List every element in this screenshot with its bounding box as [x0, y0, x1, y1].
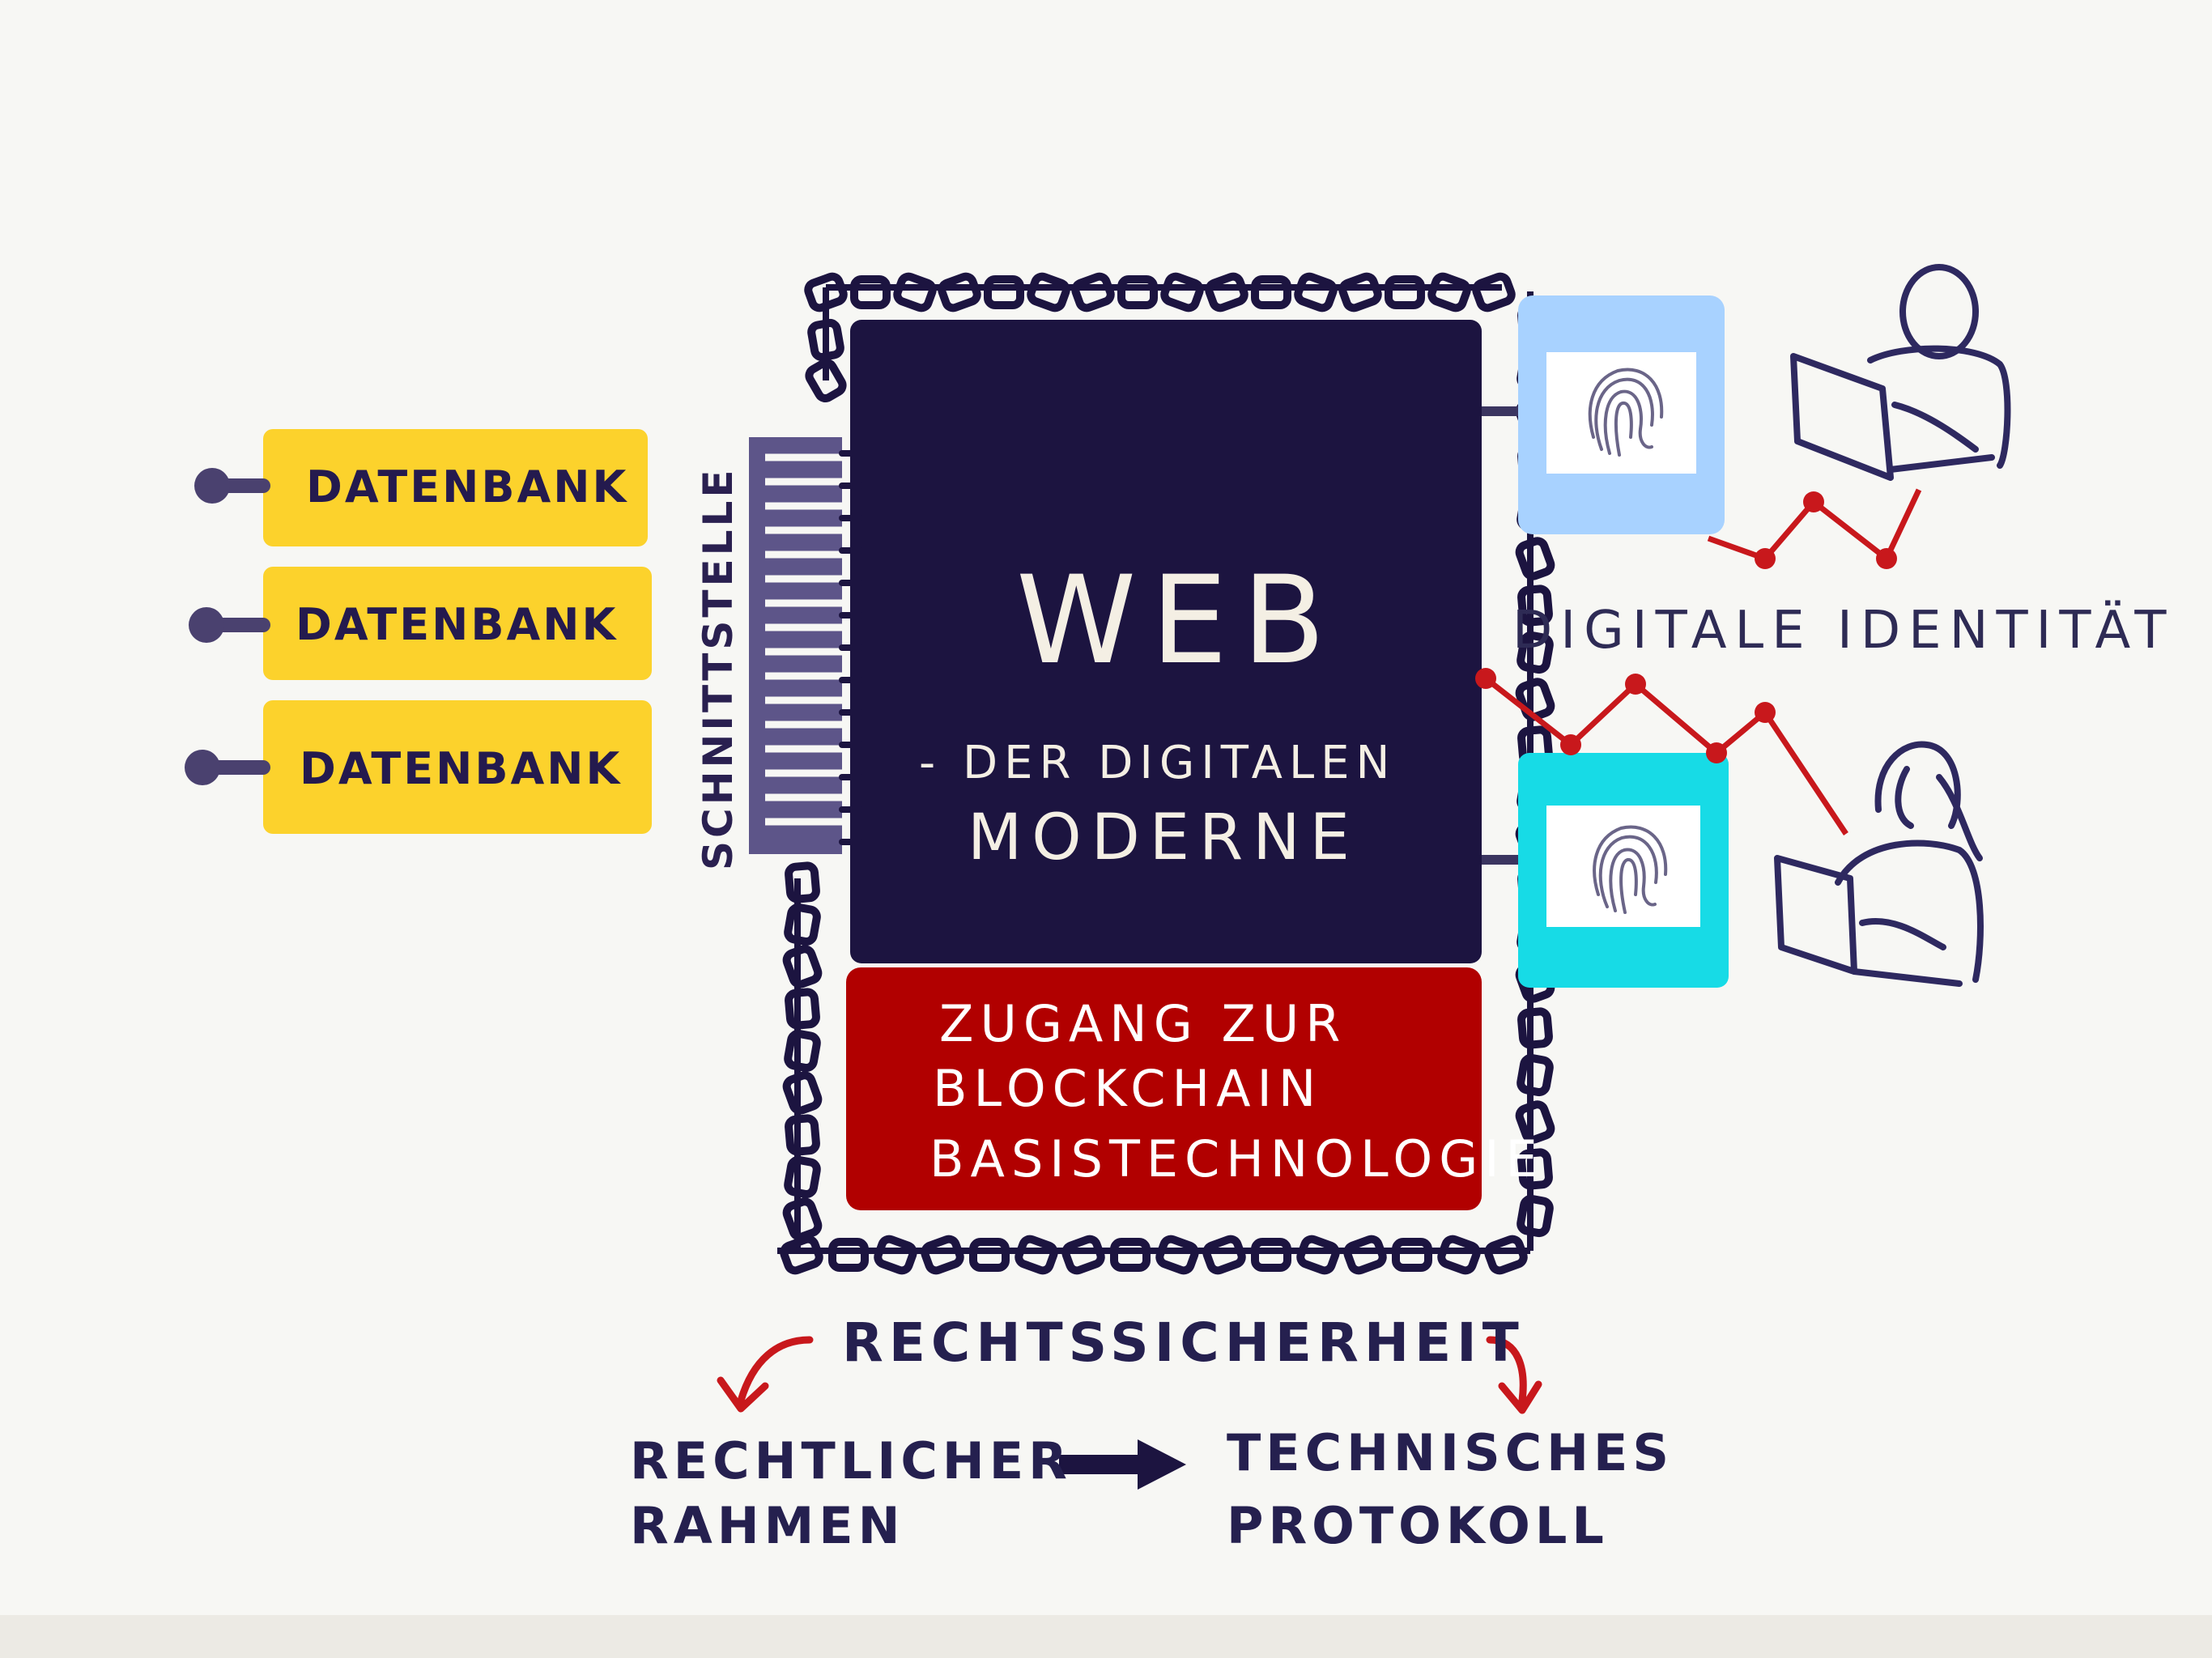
chain-link — [1155, 1235, 1199, 1275]
bottom-strip — [0, 1615, 2212, 1658]
chain-link — [784, 1155, 821, 1199]
database-label: DATENBANK — [300, 743, 623, 794]
legal-framework-text: RECHTLICHER — [630, 1431, 1072, 1490]
chain-link — [1343, 1235, 1387, 1275]
database-label: DATENBANK — [296, 599, 619, 650]
identity-card-top — [1482, 295, 1725, 534]
chain-link — [784, 1029, 821, 1073]
blockchain-text: BASISTECHNOLOGIE — [929, 1129, 1544, 1188]
chain-link — [1427, 272, 1471, 312]
chain-link — [1296, 1235, 1340, 1275]
connection-dots-bottom — [1475, 668, 1776, 763]
chain-link — [874, 1235, 917, 1275]
identity-card-bottom — [1482, 753, 1729, 988]
person-laptop-icon — [1790, 264, 2011, 481]
chain-link — [1160, 272, 1204, 312]
chain-link — [782, 1071, 823, 1115]
web-title: WEB — [1016, 551, 1340, 691]
chain-link — [1251, 275, 1291, 309]
interface-connector — [749, 437, 863, 854]
chain-link — [782, 945, 823, 988]
web-subtitle: MODERNE — [968, 801, 1359, 874]
chain-link — [1071, 272, 1115, 312]
chain-link — [1251, 1238, 1291, 1272]
chain-link — [805, 358, 847, 403]
curved-arrow-right — [1486, 1336, 1542, 1414]
technical-protocol-text: PROTOKOLL — [1227, 1496, 1609, 1555]
chain-link — [785, 988, 820, 1030]
chain-link — [984, 275, 1024, 309]
technical-protocol-text: TECHNISCHES — [1227, 1423, 1674, 1482]
chain-link — [1392, 1238, 1432, 1272]
chain-link — [969, 1238, 1010, 1272]
chain-link — [1202, 1235, 1246, 1275]
chain-link — [1516, 631, 1554, 674]
blockchain-text: BLOCKCHAIN — [933, 1059, 1323, 1118]
chain-link — [780, 1235, 823, 1275]
person-laptop-icon — [1774, 741, 1984, 987]
chain-link — [1515, 537, 1555, 580]
blockchain-text: ZUGANG ZUR — [939, 994, 1347, 1053]
fingerprint-icon — [1593, 825, 1668, 914]
chain-link — [1484, 1235, 1528, 1275]
chain-link — [1515, 1100, 1555, 1144]
web-box — [850, 320, 1482, 963]
database-group — [185, 429, 652, 834]
chain-link — [1515, 678, 1555, 721]
chain-link — [1472, 272, 1516, 312]
identity-connection-line-bottom — [1483, 676, 1848, 835]
chain-link — [850, 275, 891, 309]
chain-link — [1516, 1053, 1554, 1097]
chain-link — [938, 272, 981, 312]
chain-link — [1205, 272, 1249, 312]
chain-link — [807, 318, 844, 362]
chain-link — [921, 1235, 964, 1275]
chain-link — [1517, 1148, 1553, 1190]
chain-link — [828, 1238, 869, 1272]
database-label: DATENBANK — [306, 461, 629, 512]
connection-dots-top — [1755, 491, 1897, 569]
database-block — [194, 429, 648, 546]
database-block — [189, 567, 652, 680]
chain-link — [1516, 1194, 1554, 1238]
chain-link — [804, 272, 848, 312]
fingerprint-icon — [1588, 368, 1664, 457]
curved-arrow-left — [717, 1336, 814, 1413]
blockchain-box — [846, 967, 1482, 1210]
chain-link — [785, 1114, 820, 1156]
chain-link — [1061, 1235, 1105, 1275]
chain-link — [1437, 1235, 1481, 1275]
chain-link — [893, 272, 937, 312]
digital-identity-label: DIGITALE IDENTITÄT — [1512, 601, 2175, 661]
chain-link — [1027, 272, 1070, 312]
chain-link — [785, 861, 820, 903]
chain-link — [1015, 1235, 1058, 1275]
chain-link — [1117, 275, 1158, 309]
chain-link — [1338, 272, 1382, 312]
chain-link — [1110, 1238, 1151, 1272]
chain-link — [1385, 275, 1425, 309]
legal-framework-text: RAHMEN — [630, 1496, 905, 1555]
chain-link — [1517, 585, 1553, 627]
interface-label: SCHNITTSTELLE — [695, 466, 742, 870]
web-subtitle: - DER DIGITALEN — [919, 737, 1397, 789]
chain-link — [784, 903, 821, 946]
chain-link — [1517, 1007, 1553, 1049]
legal-certainty-label: RECHTSSICHERHEIT — [842, 1312, 1525, 1374]
database-block — [185, 700, 652, 834]
chain-link — [1294, 272, 1338, 312]
arrow-right-icon — [1059, 1439, 1186, 1490]
chain-link — [782, 1197, 823, 1241]
